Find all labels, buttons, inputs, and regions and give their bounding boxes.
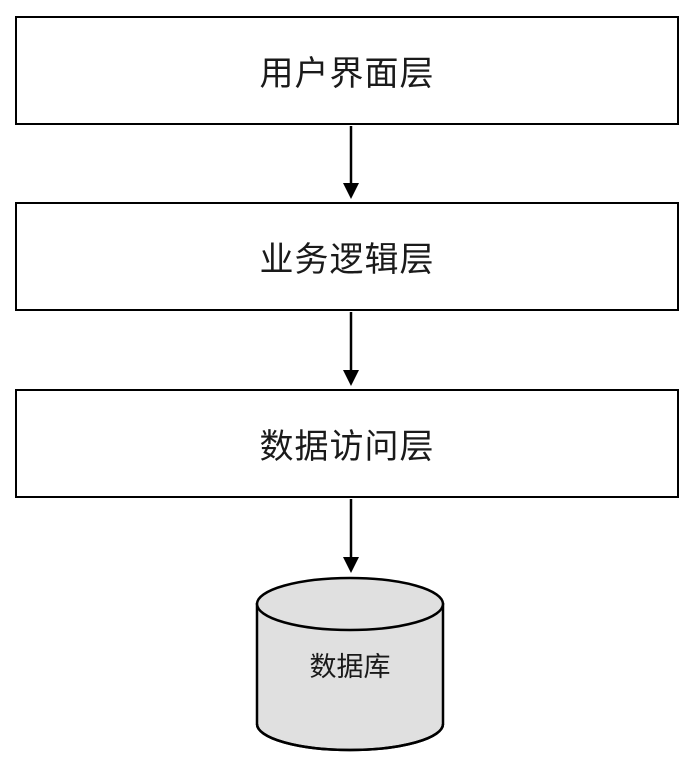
layer-business-logic: 业务逻辑层	[15, 202, 679, 311]
layer-business-logic-label: 业务逻辑层	[259, 240, 435, 280]
database-label: 数据库	[310, 652, 391, 683]
arrow-ui-to-logic	[343, 126, 359, 199]
layer-user-interface-label: 用户界面层	[259, 54, 435, 94]
arrow-data-access-to-database	[343, 499, 359, 573]
arrow-logic-to-data-access	[343, 312, 359, 386]
layer-user-interface: 用户界面层	[15, 16, 679, 125]
database-cylinder-icon: 数据库	[255, 576, 445, 752]
layer-data-access-label: 数据访问层	[259, 427, 435, 467]
layer-data-access: 数据访问层	[15, 389, 679, 498]
